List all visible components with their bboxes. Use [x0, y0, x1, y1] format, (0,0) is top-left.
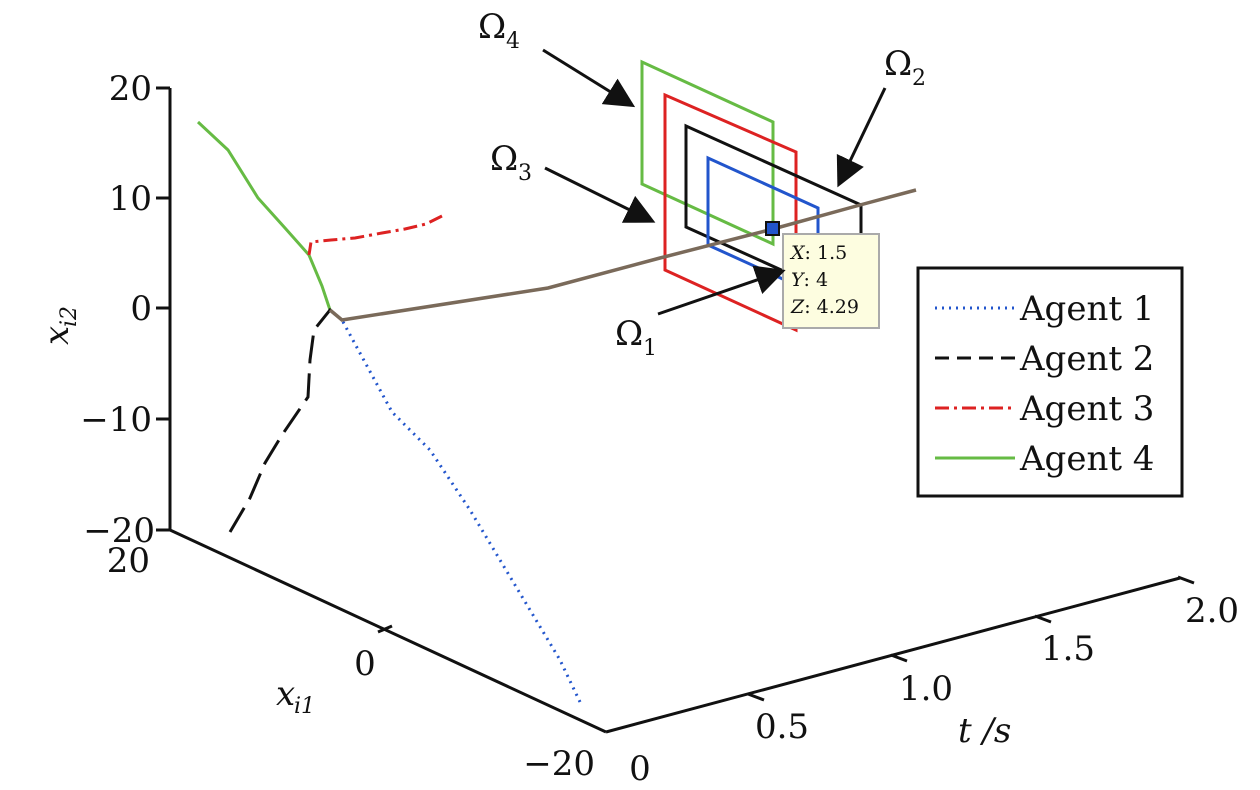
arrow-omega-3 — [544, 166, 656, 223]
svg-text:x: x — [37, 326, 77, 345]
svg-text:i2: i2 — [57, 306, 82, 327]
svg-text:3: 3 — [518, 161, 532, 186]
t-tick-labels: 0 0.5 1.0 1.5 2.0 — [629, 591, 1239, 789]
svg-text:Ω: Ω — [490, 139, 518, 179]
x2-axis-label: x i2 — [37, 306, 82, 345]
svg-text:1: 1 — [643, 336, 657, 361]
trajectories — [196, 120, 917, 703]
arrow-omega-1 — [657, 265, 786, 316]
t-tick-label: 0 — [629, 749, 651, 789]
datatip-z: Z: 4.29 — [790, 296, 859, 318]
series-line-agent-4-transient — [196, 120, 332, 311]
series-line-consensus — [328, 188, 917, 322]
region-omega-4 — [640, 59, 775, 247]
legend-label-agent-4: Agent 4 — [1019, 439, 1154, 479]
datatip-y: Y: 4 — [791, 269, 828, 291]
datatip-box — [782, 233, 880, 329]
arrow-omega-4 — [542, 48, 636, 108]
svg-text:Ω: Ω — [884, 44, 912, 84]
z-tick-label: 20 — [109, 69, 152, 109]
t-tick-10 — [890, 653, 908, 663]
svg-text:Ω: Ω — [615, 314, 643, 354]
t-tick-15 — [1034, 614, 1052, 624]
t-tick-20 — [1177, 575, 1195, 585]
z-tick-label: −20 — [83, 511, 155, 551]
z-tick-label: −10 — [80, 400, 152, 440]
x1-tick-labels: 20 0 −20 — [107, 541, 595, 784]
t-tick-label: 1.0 — [899, 669, 953, 709]
z-tick-label: 10 — [109, 179, 152, 219]
x1-axis-line — [169, 528, 607, 734]
series-line-agent-2-transient — [228, 307, 343, 533]
region-omega-3 — [663, 92, 798, 333]
svg-text:i1: i1 — [294, 694, 315, 719]
legend-label-agent-1: Agent 1 — [1019, 289, 1154, 329]
svg-text:4: 4 — [506, 29, 520, 54]
t-tick-label: 0.5 — [755, 707, 809, 747]
legend: Agent 1 Agent 2 Agent 3 Agent 4 — [916, 266, 1184, 498]
datatip-x: X: 1.5 — [789, 242, 847, 264]
tick-marks — [156, 86, 1195, 702]
region-label-omega-1: Ω 1 — [615, 314, 657, 361]
t-tick-label: 2.0 — [1185, 591, 1239, 631]
t-axis-label: t /s — [958, 711, 1011, 751]
legend-label-agent-3: Agent 3 — [1019, 389, 1154, 429]
x1-tick-label: −20 — [523, 744, 595, 784]
series-line-agent-1-transient — [340, 319, 582, 703]
region-label-omega-4: Ω 4 — [478, 7, 520, 54]
arrow-omega-2 — [836, 87, 887, 188]
z-tick-labels: 20 10 0 −10 −20 — [80, 69, 155, 551]
svg-text:x: x — [276, 674, 295, 714]
x1-tick-0 — [377, 624, 393, 634]
svg-text:2: 2 — [912, 66, 926, 91]
x1-tick-label: 0 — [354, 644, 376, 684]
legend-label-agent-2: Agent 2 — [1019, 339, 1154, 379]
datatip-marker[interactable] — [765, 221, 780, 236]
svg-text:Ω: Ω — [478, 7, 506, 47]
annotation-arrows — [542, 48, 887, 316]
x1-tick-label: 20 — [107, 541, 150, 581]
t-tick-05 — [747, 692, 765, 702]
region-label-omega-2: Ω 2 — [884, 44, 926, 91]
region-label-omega-3: Ω 3 — [490, 139, 532, 186]
datatip: X: 1.5 Y: 4 Z: 4.29 — [782, 233, 880, 329]
t-tick-label: 1.5 — [1041, 629, 1095, 669]
z-tick-label: 0 — [130, 289, 152, 329]
x1-axis-label: x i1 — [276, 674, 315, 719]
series-line-agent-3-transient — [307, 214, 443, 256]
